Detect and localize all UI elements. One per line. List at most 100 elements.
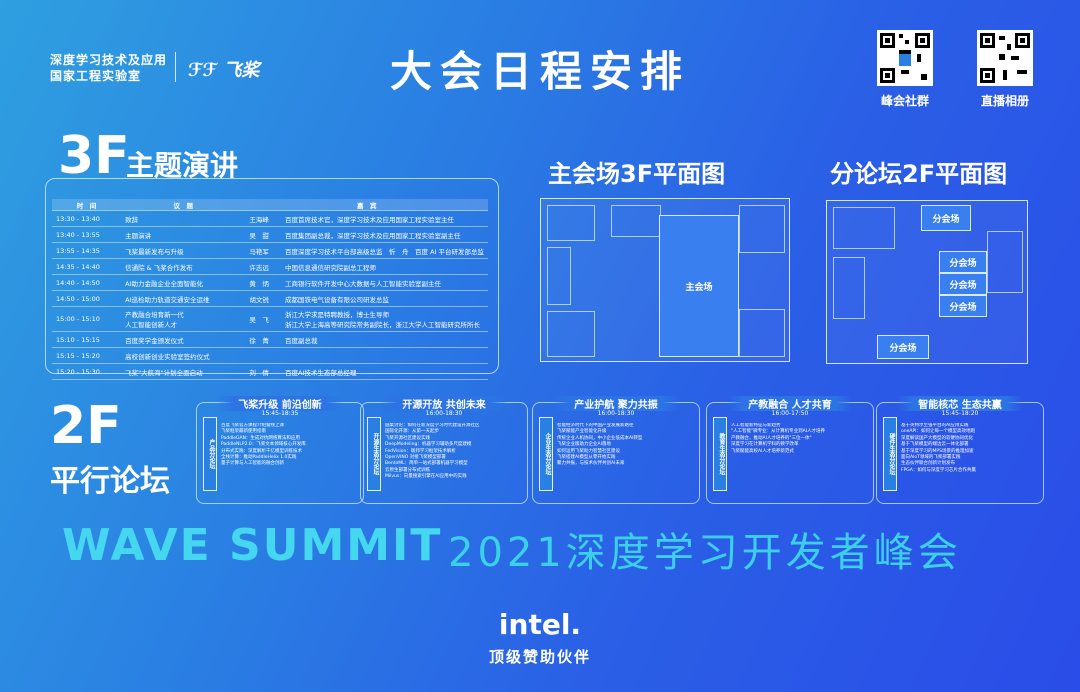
forum-session-list: 人工智能新特征与新趋势"人工智能"微专业：从计算机专业到AI人才培养产教融合，推…	[731, 423, 869, 455]
forum-session-item: PaddleGAN：生成对抗网络算法和应用	[221, 435, 300, 441]
forum-category-tag: 教育生态分论坛	[713, 417, 727, 491]
forum-session-item: OpenVINO 对接飞桨模型部署	[385, 455, 446, 461]
agenda-speaker-title: 成都国铁电气设备有限公司研发总监	[281, 290, 488, 307]
forum-session-item: 百度飞桨官方课程介绍暨线上课	[221, 423, 284, 428]
agenda-time: 14:50 - 15:00	[52, 290, 122, 307]
forum-session-item: FPGA：如何与深度学习芯片合作共赢	[901, 467, 976, 473]
lab-name-line1: 深度学习技术及应用	[50, 53, 168, 67]
agenda-time: 13:30 - 13:40	[52, 210, 122, 227]
sub-venue-room-4[interactable]: 分会场	[939, 295, 987, 317]
main-venue-room[interactable]: 主会场	[659, 215, 739, 357]
agenda-speaker-title: 百度深度学习技术平台部高级总监 忻 舟 百度 AI 平台研发部总监	[281, 242, 488, 259]
agenda-speaker: 徐 菁	[245, 331, 281, 348]
forum-title: 开源开放 共创未来	[361, 396, 527, 411]
forum-session-item: BentoML：简单一站式部署机器学习模型	[385, 461, 468, 467]
forum-time: 16:00-18:30	[425, 410, 463, 417]
sub-venue-room-label: 分会场	[949, 258, 977, 269]
agenda-topic: 飞桨最新发布与升级	[121, 242, 246, 259]
qr-code-live-album[interactable]	[977, 30, 1033, 86]
forum-session-item: 人工智能新特征与新趋势	[731, 423, 781, 428]
sub-venue-room-label: 分会场	[949, 302, 977, 313]
agenda-speaker: 刘 倩	[245, 363, 281, 380]
agenda-speaker-title: 百度副总裁	[281, 331, 488, 348]
forum-time: 15:45-18:20	[941, 410, 979, 417]
forum-title: 产教融合 人才共育	[707, 396, 873, 411]
agenda-time: 13:55 - 14:35	[52, 242, 122, 259]
forum-session-item: 飞桨企业版助力企业AI落地	[557, 442, 611, 448]
forum-session-list: 智能经济时代下的中国产业发展新路径飞桨赋能产业智能化升级传统企业人机协同，中小企…	[557, 423, 695, 468]
agenda-time: 15:00 - 15:10	[52, 306, 122, 332]
forum-session-item: 产教融合，推动AI人才培养的"三位一体"	[731, 435, 812, 441]
forum-session-item: 飞桨开源社区建设实践	[385, 435, 430, 441]
forum-session-item: Milvus：向量搜索引擎在AI应用中的实践	[385, 474, 467, 480]
sub-venue-room-label: 分会场	[889, 343, 917, 354]
forum-session-item: 飞桨搭建AI模型从零开始实践	[557, 455, 616, 461]
agenda-speaker	[245, 347, 281, 364]
page-title: 大会日程安排	[389, 47, 690, 96]
qr-code-community[interactable]	[877, 30, 933, 86]
agenda-time: 14:35 - 14:40	[52, 258, 122, 275]
forum-session-item: 深度解读国产大模型的软硬协同优化	[901, 435, 973, 441]
sponsor-logo: intel.	[498, 608, 582, 641]
forum-session-item: 智能经济时代下的中国产业发展新路径	[557, 423, 634, 428]
forum-category-tag: 产品分论坛	[203, 417, 217, 491]
sub-venue-room-1[interactable]: 分会场	[921, 205, 971, 231]
forum-session-item: 基于英特尔至强平台的AI应用实践	[901, 423, 969, 428]
forum-session-item: oneAPI：如何让每一个模型高效地跑	[901, 429, 975, 435]
brand-divider	[175, 52, 176, 82]
agenda-speaker: 王海峰	[245, 210, 281, 227]
agenda-speaker: 许志远	[245, 258, 281, 275]
paddle-logo-text: 飞桨	[223, 60, 260, 81]
forum-session-item: 基于深度学习的MPS场景的推理加速	[901, 448, 974, 454]
agenda-topic: AI助力金融企业全面智能化	[121, 274, 246, 291]
lab-name-line2: 国家工程实验室	[50, 69, 142, 83]
sub-venue-floor-plan: 分会场 分会场 分会场 分会场 分会场	[826, 200, 1028, 364]
agenda-speaker-title: 百度首席技术官，深度学习技术及应用国家工程实验室主任	[281, 210, 488, 227]
agenda-speaker-title: 百度集团副总裁，深度学习技术及应用国家工程实验室副主任	[281, 226, 488, 243]
forum-session-item: 传统企业人机协同，中小企业低成本AI转型	[557, 435, 643, 441]
forum-session-item: 圆桌讨论：如何在新深度学习时代建设开源社区	[385, 423, 480, 428]
agenda-topic: 主题演讲	[121, 226, 246, 243]
main-venue-map-title: 主会场3F平面图	[548, 160, 726, 188]
forum-session-item: "人工智能"微专业：从计算机专业到AI人才培养	[731, 429, 826, 435]
section-3f-floor: 3F	[58, 126, 130, 186]
sub-venue-room-5[interactable]: 分会场	[877, 335, 929, 359]
plan-block	[611, 205, 661, 237]
forum-title: 飞桨升级 前沿创新	[197, 396, 363, 411]
forum-session-item: 飞桨赋能高校AI人才培养新范式	[731, 448, 794, 454]
agenda-speaker: 吴 甜	[245, 226, 281, 243]
sub-venue-room-2[interactable]: 分会场	[939, 251, 987, 273]
plan-block	[833, 257, 865, 319]
paddle-logo-icon: ℱℱ	[188, 60, 218, 81]
forum-time: 15:45-18:35	[261, 410, 299, 417]
forum-session-item: FedVision：联邦学习框架技术解析	[385, 448, 456, 454]
main-venue-floor-plan: 主会场	[540, 198, 790, 362]
sub-venue-room-3[interactable]: 分会场	[939, 273, 987, 295]
forum-session-item: 生态伙伴联合创新计划发布	[901, 461, 955, 467]
forum-session-item: 深度学习在计算机学科的教学改革	[731, 442, 799, 448]
forum-session-item: 量子计算与人工智能的融合创新	[221, 461, 284, 467]
sub-venue-room-label: 分会场	[932, 214, 960, 225]
plan-block	[547, 205, 595, 241]
agenda-topic: 飞桨"大航海"计划全面启动	[121, 363, 246, 380]
forum-title: 产业护航 聚力共振	[533, 396, 699, 411]
agenda-topic: 百度奖学金颁发仪式	[121, 331, 246, 348]
forum-title: 智能核芯 生态共赢	[877, 396, 1043, 411]
agenda-col-time: 时 间	[52, 199, 122, 211]
agenda-time: 15:15 - 15:20	[52, 347, 122, 364]
forum-category-tag: 企业生态分论坛	[539, 417, 553, 491]
forum-session-list: 圆桌讨论：如何在新深度学习时代建设开源社区国际化开源：从第一天起步飞桨开源社区建…	[385, 423, 523, 481]
agenda-time: 15:20 - 15:30	[52, 363, 122, 380]
